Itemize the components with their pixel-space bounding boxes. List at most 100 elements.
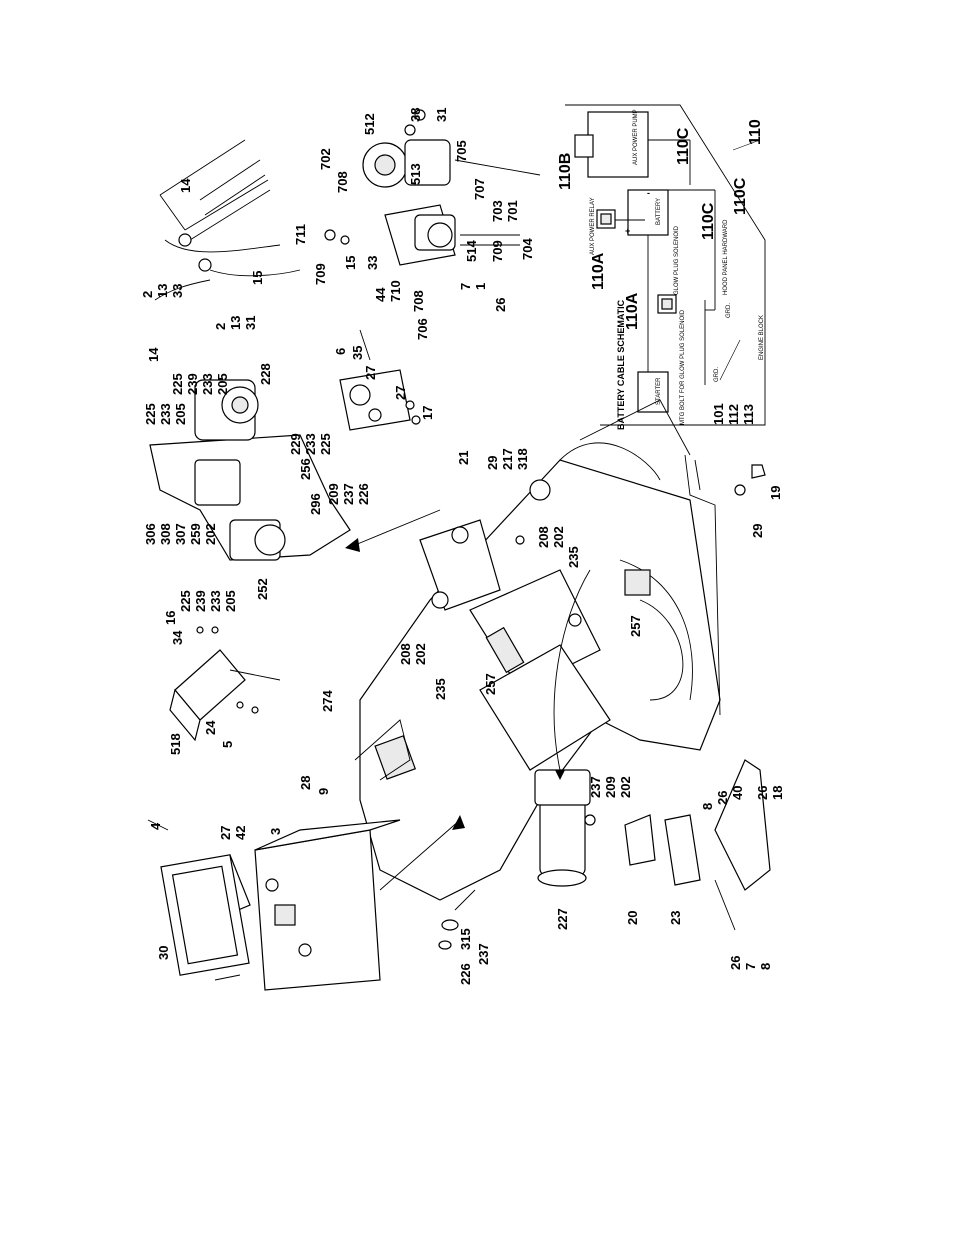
callout-274: 274 <box>320 690 335 712</box>
callout-101: 101 <box>711 403 726 425</box>
callout-112: 112 <box>726 404 741 425</box>
callout-27b: 27 <box>363 366 378 380</box>
callout-40: 40 <box>730 786 745 800</box>
callout-225b: 225 <box>143 403 158 425</box>
callout-233b: 233 <box>158 403 173 425</box>
callout-38: 38 <box>408 108 423 122</box>
callout-2b: 2 <box>213 323 228 330</box>
callout-18: 18 <box>770 786 785 800</box>
callout-307: 307 <box>173 523 188 545</box>
callout-237a: 237 <box>341 483 356 505</box>
callout-8a: 8 <box>700 803 715 810</box>
bracket-40 <box>624 759 771 931</box>
callout-202a: 202 <box>413 643 428 665</box>
callout-227: 227 <box>555 908 570 930</box>
callout-202b: 202 <box>203 523 218 545</box>
starter-label: STARTER <box>656 377 662 405</box>
callout-237c: 237 <box>476 943 491 965</box>
callout-239c: 239 <box>185 373 200 395</box>
callout-35: 35 <box>350 346 365 360</box>
callout-28: 28 <box>298 776 313 790</box>
callout-202c: 202 <box>551 526 566 548</box>
callout-318: 318 <box>515 448 530 470</box>
aux-power-relay-label: AUX POWER RELAY <box>590 197 596 255</box>
callout-29b: 29 <box>750 524 765 538</box>
callout-702: 702 <box>318 148 333 170</box>
callout-110c-1: 110C <box>675 127 692 165</box>
callout-110: 110 <box>747 119 764 145</box>
callout-16: 16 <box>163 611 178 625</box>
glow-plug-solenoid-part <box>339 329 421 431</box>
callout-233a: 233 <box>208 590 223 612</box>
callout-20: 20 <box>625 911 640 925</box>
right-frame-channel <box>579 399 766 716</box>
callout-31a: 31 <box>243 316 258 330</box>
callout-229: 229 <box>288 433 303 455</box>
callout-4: 4 <box>148 822 163 830</box>
callout-2a: 2 <box>140 291 155 298</box>
callout-257a: 257 <box>483 673 498 695</box>
callout-512: 512 <box>362 113 377 135</box>
callout-708b: 708 <box>411 290 426 312</box>
aux-power-pump-label: AUX POWER PUMP <box>633 109 639 165</box>
callout-17: 17 <box>420 406 435 420</box>
callout-7a: 7 <box>458 283 473 290</box>
tube-and-cables <box>154 139 301 301</box>
callout-208b: 208 <box>536 526 551 548</box>
callout-42: 42 <box>233 826 248 840</box>
callout-26d: 26 <box>728 956 743 970</box>
ground-label-2: GRD. <box>714 367 720 382</box>
callout-113: 113 <box>741 404 756 425</box>
callout-710: 710 <box>388 280 403 302</box>
callout-110a-2: 110A <box>624 292 641 330</box>
callout-308: 308 <box>158 523 173 545</box>
callout-514: 514 <box>464 240 479 262</box>
callout-24: 24 <box>203 720 218 735</box>
callout-9: 9 <box>316 788 331 795</box>
callout-209a: 209 <box>326 483 341 505</box>
callout-26b: 26 <box>715 791 730 805</box>
callout-704: 704 <box>520 238 535 260</box>
battery-assembly <box>147 815 465 991</box>
callout-233c: 233 <box>200 373 215 395</box>
solenoid-bracket-assembly <box>149 379 501 611</box>
callout-21: 21 <box>456 451 471 465</box>
callout-709b: 709 <box>490 240 505 262</box>
callout-44: 44 <box>373 287 388 302</box>
callout-205b: 205 <box>173 403 188 425</box>
callout-19: 19 <box>768 486 783 500</box>
callout-235a: 235 <box>433 678 448 700</box>
callout-27a: 27 <box>218 826 233 840</box>
callout-7b: 7 <box>743 963 758 970</box>
callout-259: 259 <box>188 523 203 545</box>
callout-30: 30 <box>156 946 171 960</box>
callout-110a-1: 110A <box>590 252 607 290</box>
callout-208a: 208 <box>398 643 413 665</box>
callout-27c: 27 <box>393 386 408 400</box>
callout-110c-3: 110C <box>700 202 717 240</box>
callout-239a: 239 <box>193 590 208 612</box>
callout-707: 707 <box>472 178 487 200</box>
battery-minus: - <box>647 188 650 198</box>
callout-8b: 8 <box>758 963 773 970</box>
callout-33a: 33 <box>170 284 185 298</box>
callout-225c: 225 <box>170 373 185 395</box>
callout-256: 256 <box>298 458 313 480</box>
callout-226b: 226 <box>458 963 473 985</box>
callout-23: 23 <box>668 911 683 925</box>
callout-205a: 205 <box>223 590 238 612</box>
aux-power-pump-box <box>587 111 649 178</box>
callout-29a: 29 <box>485 456 500 470</box>
callout-13b: 13 <box>228 316 243 330</box>
callout-110b: 110B <box>557 153 574 190</box>
callout-709a: 709 <box>313 263 328 285</box>
schematic-title: BATTERY CABLE SCHEMATIC <box>616 299 626 430</box>
callout-5: 5 <box>220 741 235 748</box>
callout-315: 315 <box>458 928 473 950</box>
callout-711: 711 <box>293 224 308 245</box>
callout-209b: 209 <box>603 776 618 798</box>
callout-31b: 31 <box>434 108 449 122</box>
hardware-315 <box>438 889 476 950</box>
battery-label: BATTERY <box>656 198 662 225</box>
callout-225a: 225 <box>178 590 193 612</box>
